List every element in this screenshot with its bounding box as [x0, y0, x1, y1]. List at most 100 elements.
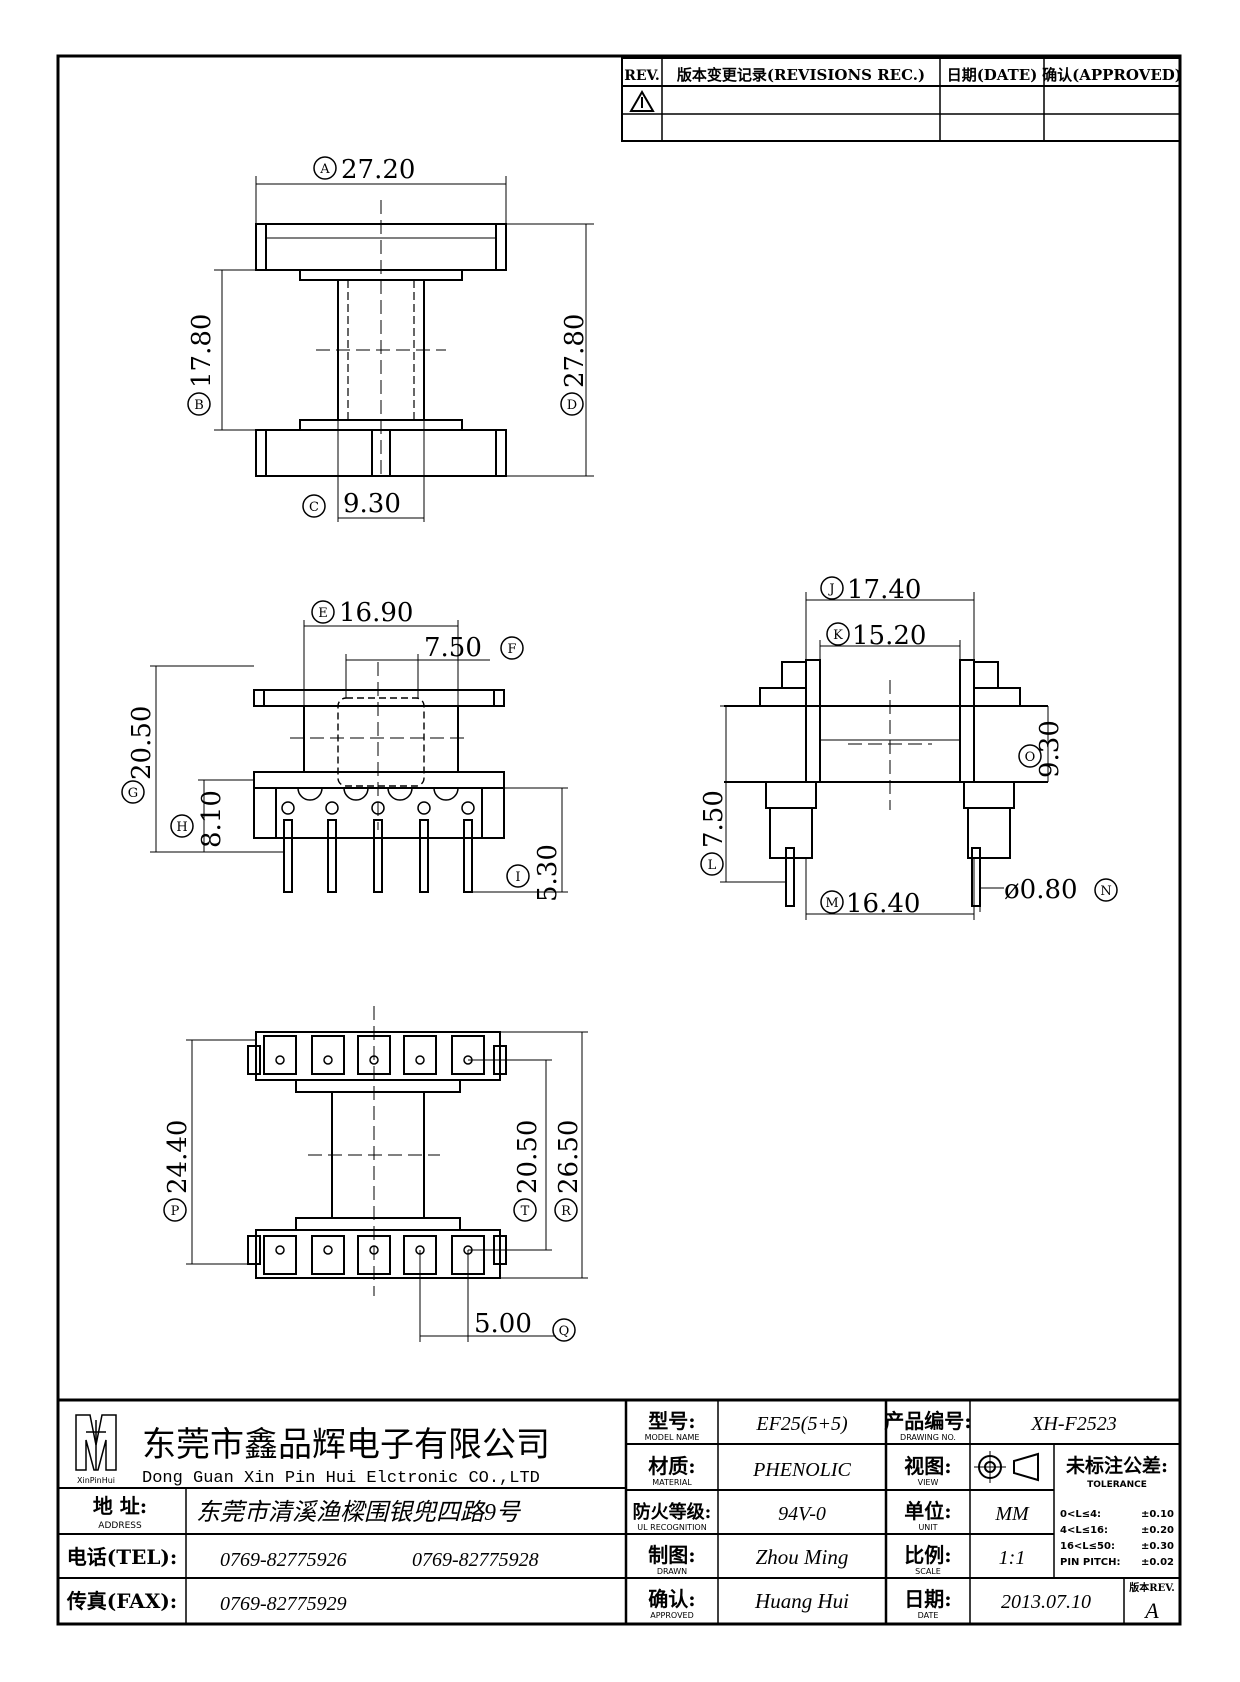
revision-approved-header: 确认(APPROVED)	[1042, 66, 1182, 84]
svg-text:L: L	[708, 858, 717, 873]
tel-value-2: 0769-82775928	[412, 1549, 539, 1571]
side-view-dimensions	[720, 592, 1049, 920]
tol-range: 4<L≤16:	[1060, 1525, 1108, 1536]
svg-text:O: O	[1025, 750, 1036, 765]
svg-text:26.50: 26.50	[554, 1120, 584, 1194]
dim-O: O 9.30	[1018, 720, 1065, 778]
revision-record-header: 版本变更记录(REVISIONS REC.)	[677, 66, 925, 84]
view-label: 视图:	[904, 1454, 951, 1478]
top-view	[255, 200, 507, 480]
approved-label: 确认:	[648, 1587, 695, 1611]
revision-triangle-icon	[629, 90, 655, 112]
view-label-en: VIEW	[918, 1478, 939, 1487]
tol-range: PIN PITCH:	[1060, 1557, 1120, 1568]
unit-label: 单位:	[904, 1499, 951, 1523]
tolerance-label: 未标注公差:	[1065, 1454, 1168, 1477]
dim-F: 7.50 F	[424, 633, 524, 663]
svg-text:20.50: 20.50	[127, 706, 157, 780]
tol-value: ±0.20	[1141, 1525, 1174, 1536]
fax-value: 0769-82775929	[220, 1593, 347, 1615]
svg-text:16.90: 16.90	[339, 598, 413, 628]
company-name-en: Dong Guan Xin Pin Hui Elctronic CO.,LTD	[142, 1469, 540, 1488]
svg-text:A: A	[319, 162, 330, 177]
svg-text:27.20: 27.20	[341, 155, 415, 185]
drawn-label: 制图:	[648, 1543, 695, 1567]
tol-range: 16<L≤50:	[1060, 1541, 1115, 1552]
drawn-value: Zhou Ming	[756, 1545, 849, 1569]
svg-text:9.30: 9.30	[1035, 720, 1065, 778]
tolerance-table: 0<L≤4: ±0.10 4<L≤16: ±0.20 16<L≤50: ±0.3…	[1060, 1509, 1174, 1568]
dim-I: I 5.30	[506, 844, 563, 902]
dim-G: G 20.50	[121, 706, 157, 804]
bottom-view-dimensions	[186, 1031, 588, 1342]
dim-B: B 17.80	[187, 314, 217, 416]
tol-value: ±0.02	[1141, 1557, 1174, 1568]
svg-text:Q: Q	[559, 1324, 570, 1339]
address-label-en: ADDRESS	[98, 1521, 142, 1531]
svg-text:17.80: 17.80	[187, 314, 217, 388]
svg-text:E: E	[318, 606, 328, 621]
svg-text:F: F	[507, 642, 516, 657]
svg-text:ø0.80: ø0.80	[1004, 875, 1078, 905]
ul-label-en: UL RECOGNITION	[637, 1523, 706, 1532]
svg-text:8.10: 8.10	[197, 790, 227, 848]
svg-text:R: R	[561, 1204, 572, 1219]
svg-text:15.20: 15.20	[852, 621, 926, 651]
company-logo	[75, 1414, 117, 1471]
address-value: 东莞市清溪渔樑围银兜四路9号	[196, 1499, 522, 1526]
svg-text:G: G	[128, 786, 138, 801]
svg-text:16.40: 16.40	[846, 889, 920, 919]
tolerance-label-en: TOLERANCE	[1087, 1480, 1147, 1490]
svg-text:H: H	[176, 820, 187, 835]
dim-L: L 7.50	[699, 790, 729, 876]
dim-C: C 9.30	[302, 489, 401, 519]
model-label: 型号:	[648, 1409, 695, 1433]
svg-text:J: J	[827, 582, 834, 597]
dim-Q: 5.00 Q	[474, 1309, 576, 1342]
top-view-dimensions	[214, 176, 594, 522]
front-view	[253, 662, 505, 893]
bottom-view	[247, 1006, 507, 1296]
rev-header: REV.	[624, 68, 660, 84]
material-label: 材质:	[648, 1454, 695, 1478]
svg-text:5.30: 5.30	[533, 844, 563, 902]
drawing-no-label: 产品编号:	[884, 1409, 971, 1433]
svg-text:P: P	[171, 1204, 180, 1219]
tol-value: ±0.30	[1141, 1541, 1174, 1552]
material-label-en: MATERIAL	[652, 1478, 692, 1487]
company-name-cn: 东莞市鑫品辉电子有限公司	[142, 1425, 550, 1465]
unit-label-en: UNIT	[918, 1523, 937, 1532]
svg-text:5.00: 5.00	[474, 1309, 532, 1339]
dim-H: H 8.10	[170, 790, 227, 848]
svg-text:I: I	[515, 870, 520, 885]
svg-text:D: D	[567, 398, 577, 413]
svg-text:24.40: 24.40	[163, 1120, 193, 1194]
ul-value: 94V-0	[778, 1503, 826, 1525]
revision-date-header: 日期(DATE)	[947, 66, 1038, 84]
scale-label: 比例:	[904, 1543, 951, 1567]
address-label: 地 址:	[93, 1494, 147, 1518]
svg-text:B: B	[194, 398, 204, 413]
ul-label: 防火等级:	[633, 1501, 712, 1523]
model-label-en: MODEL NAME	[645, 1433, 700, 1442]
drawn-label-en: DRAWN	[657, 1567, 687, 1576]
dim-N: ø0.80 N	[1004, 875, 1118, 905]
date-label: 日期:	[904, 1587, 951, 1611]
svg-text:C: C	[309, 500, 319, 515]
svg-text:M: M	[825, 896, 838, 911]
fax-label: 传真(FAX):	[66, 1589, 177, 1613]
approved-label-en: APPROVED	[650, 1611, 694, 1620]
tol-value: ±0.10	[1141, 1509, 1174, 1520]
unit-value: MM	[994, 1503, 1030, 1525]
dim-P: P 24.40	[163, 1120, 193, 1222]
svg-text:K: K	[833, 628, 843, 643]
rev-label: 版本REV.	[1129, 1581, 1174, 1594]
scale-label-en: SCALE	[915, 1567, 941, 1576]
dim-J: J 17.40	[820, 575, 921, 605]
model-value: EF25(5+5)	[755, 1413, 848, 1435]
front-pins	[283, 819, 473, 893]
drawing-no-value: XH-F2523	[1030, 1413, 1117, 1435]
tel-value-1: 0769-82775926	[220, 1549, 347, 1571]
svg-text:7.50: 7.50	[699, 790, 729, 848]
